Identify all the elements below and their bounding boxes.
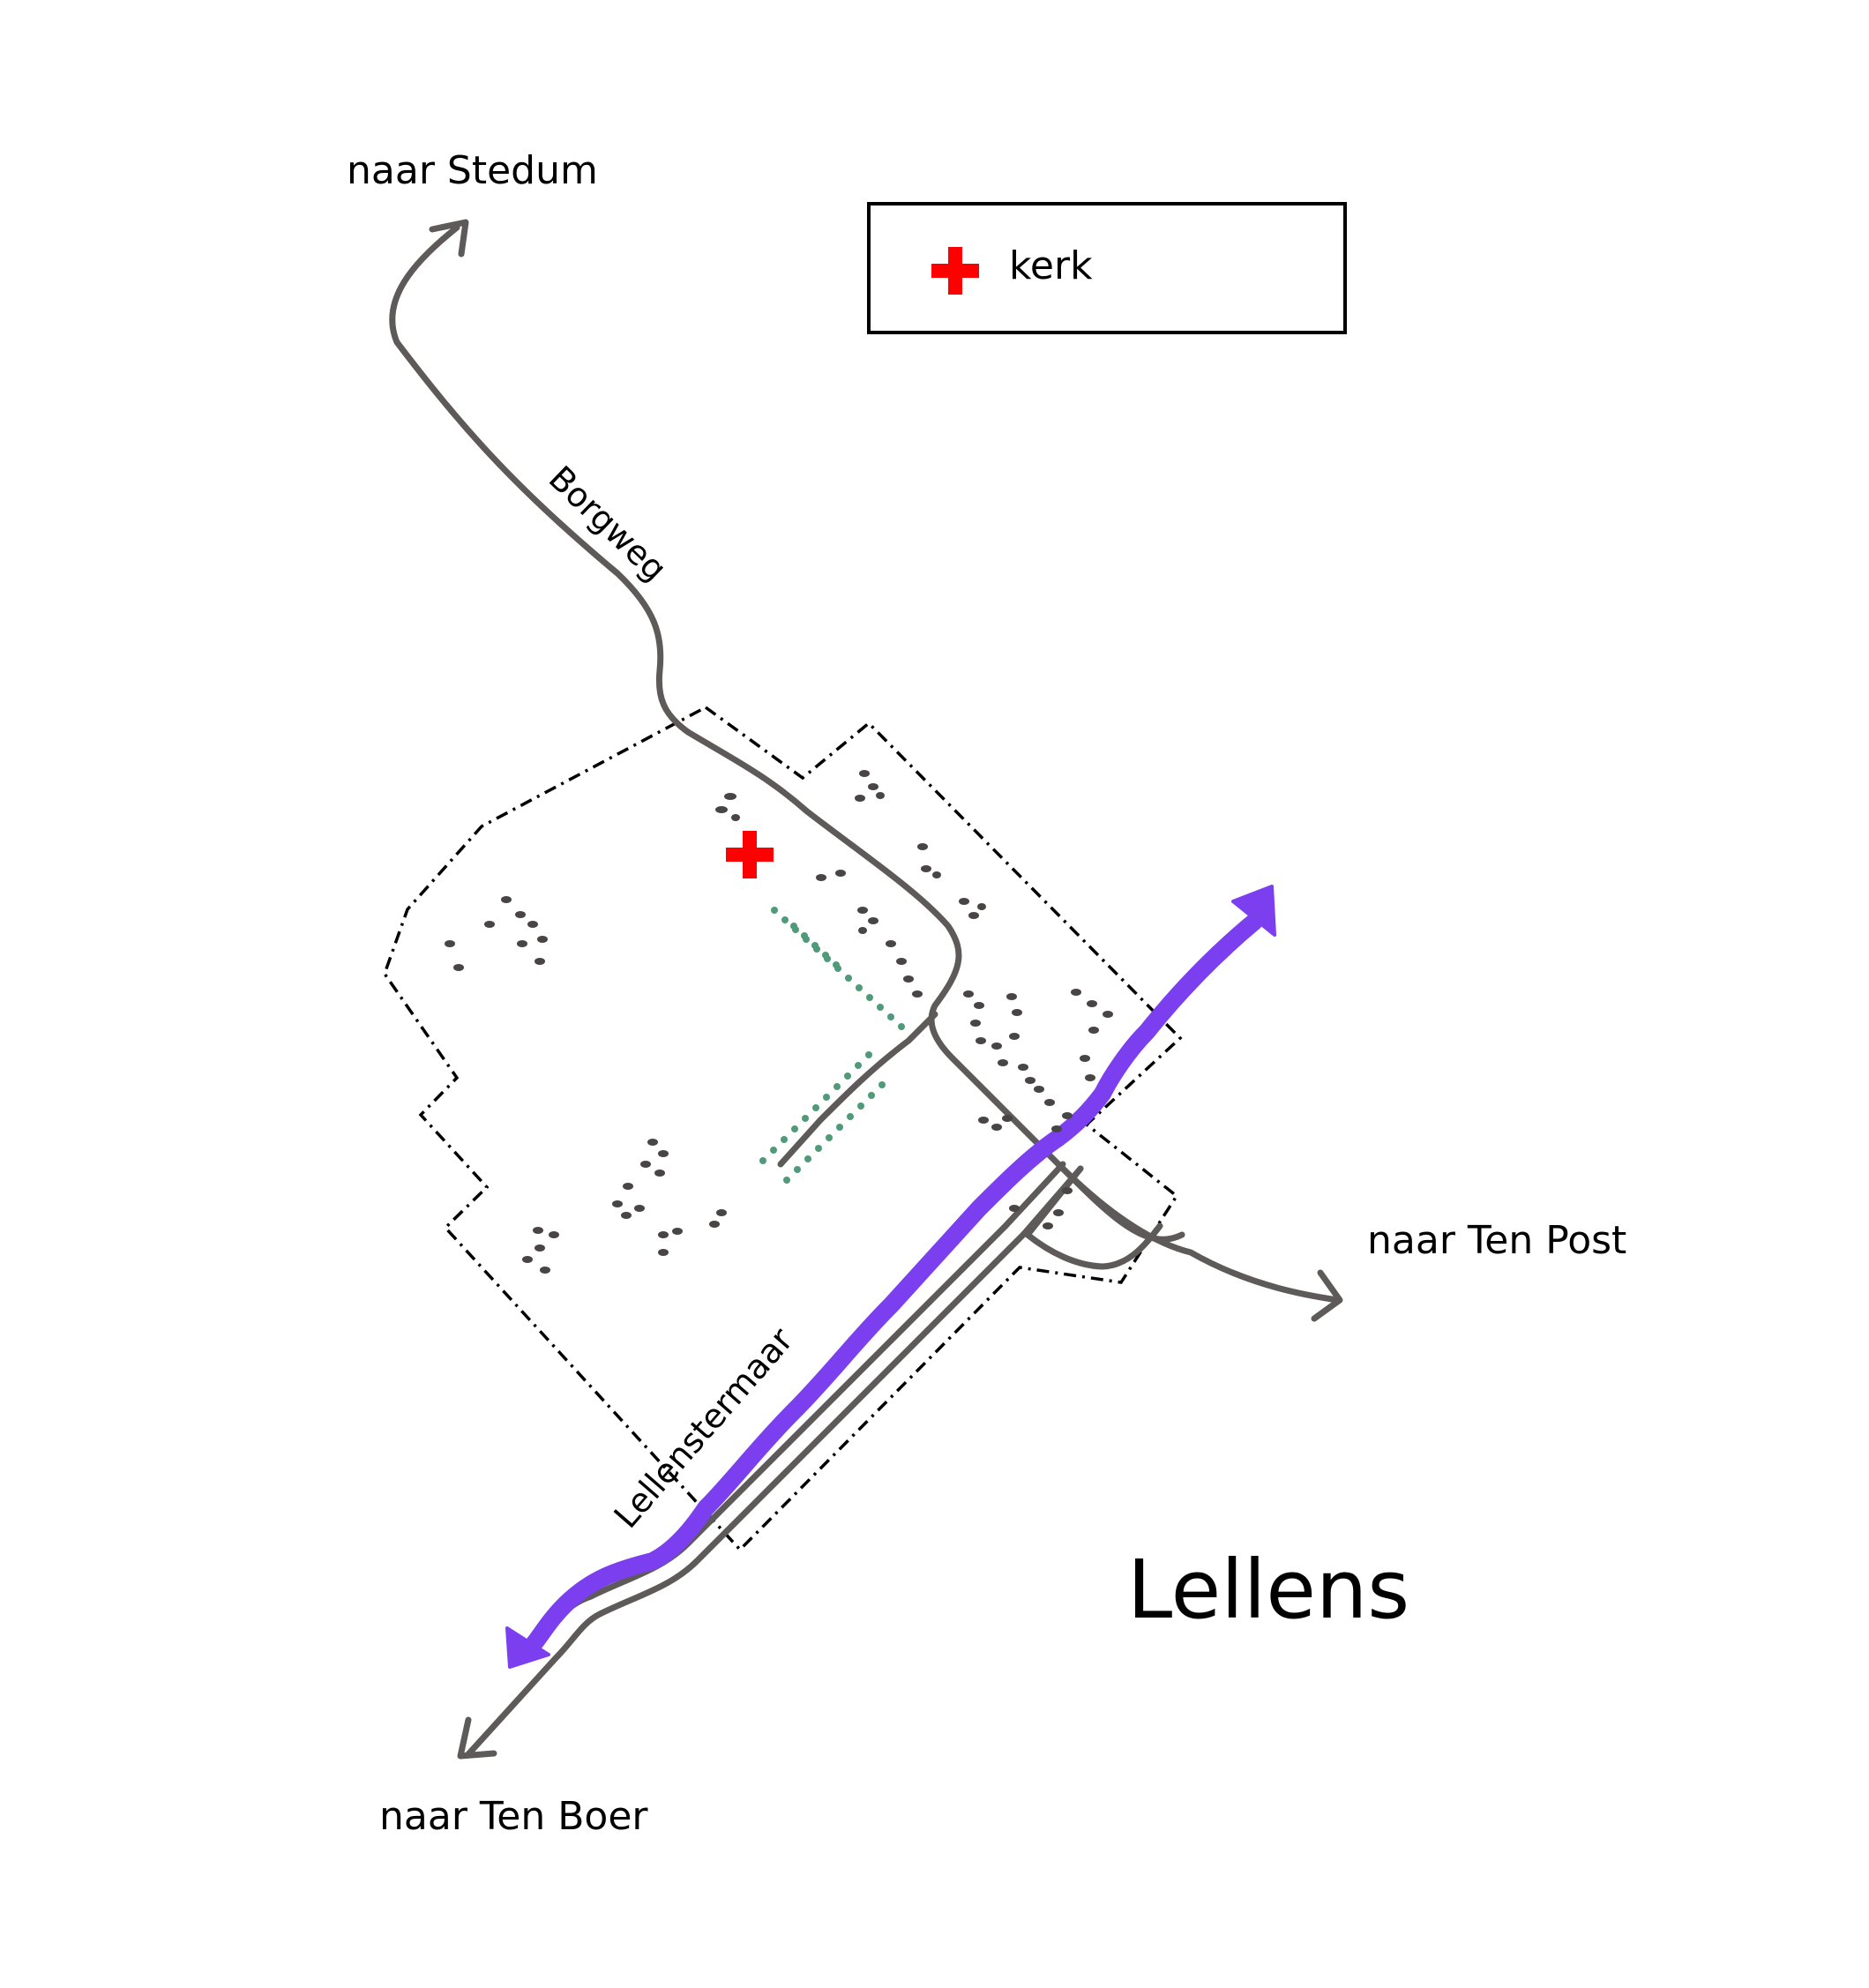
- road-ten-boer: [464, 1165, 1084, 1759]
- arrow-head-stedum: [429, 219, 469, 258]
- buildings: [445, 770, 1113, 1274]
- road-ten-post: [1055, 1161, 1342, 1304]
- legend: kerk: [867, 202, 1347, 334]
- canal-lellenstermaar: [520, 913, 1263, 1658]
- arrow-head-ten-boer: [457, 1716, 497, 1760]
- tree-rows: [759, 907, 905, 1184]
- legend-church-icon: [931, 247, 979, 295]
- church-marker: [726, 831, 774, 878]
- arrow-head-ten-post: [1311, 1269, 1343, 1322]
- road-loop: [1024, 1165, 1163, 1270]
- canal: [505, 885, 1276, 1669]
- village-boundary: [383, 705, 1183, 1552]
- road-network: [389, 219, 1343, 1760]
- map-title: Lellens: [1127, 1543, 1409, 1637]
- road-side-street: [777, 1011, 938, 1168]
- road-borgweg: [389, 224, 1185, 1243]
- label-naar-stedum: naar Stedum: [347, 148, 598, 193]
- label-naar-ten-boer: naar Ten Boer: [379, 1794, 648, 1839]
- canal-arrow-ne: [1231, 885, 1276, 937]
- label-naar-ten-post: naar Ten Post: [1367, 1218, 1626, 1263]
- legend-label-kerk: kerk: [1009, 243, 1093, 288]
- boundary-west: [383, 705, 1183, 1552]
- canal-arrow-sw: [505, 1626, 550, 1669]
